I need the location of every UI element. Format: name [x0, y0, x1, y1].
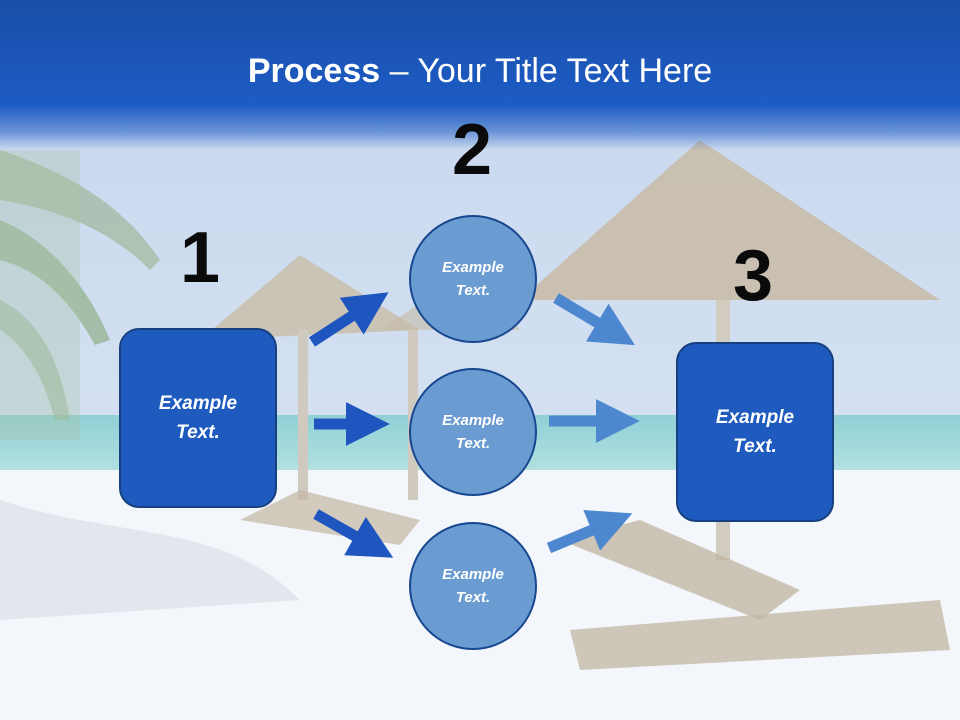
circle-middle-text: Example Text. — [442, 412, 504, 452]
circle-bottom-text: Example Text. — [442, 566, 504, 606]
arrow-box1-to-top-circle — [309, 292, 389, 347]
arrow-bottom-circle-to-box3 — [546, 509, 633, 554]
step-2-circle-bottom[interactable]: Example Text. — [409, 522, 537, 650]
title-bar — [0, 0, 960, 150]
slide-title: Process – Your Title Text Here — [0, 52, 960, 91]
step-1-box[interactable]: Example Text. — [119, 328, 277, 508]
title-rest-part: – Your Title Text Here — [380, 52, 713, 90]
step-2-circle-top[interactable]: Example Text. — [409, 215, 537, 343]
step-3-box[interactable]: Example Text. — [676, 342, 834, 522]
step-number-3: 3 — [732, 236, 774, 316]
circle-top-text: Example Text. — [442, 259, 504, 299]
step-number-2: 2 — [451, 110, 493, 190]
arrow-box1-to-bottom-circle — [313, 509, 394, 558]
step-1-box-text: Example Text. — [158, 393, 238, 443]
step-number-1: 1 — [179, 218, 221, 298]
title-bold-part: Process — [247, 52, 381, 90]
step-3-box-text: Example Text. — [715, 407, 795, 457]
step-2-circle-middle[interactable]: Example Text. — [409, 368, 537, 496]
arrow-top-circle-to-box3 — [553, 293, 636, 346]
